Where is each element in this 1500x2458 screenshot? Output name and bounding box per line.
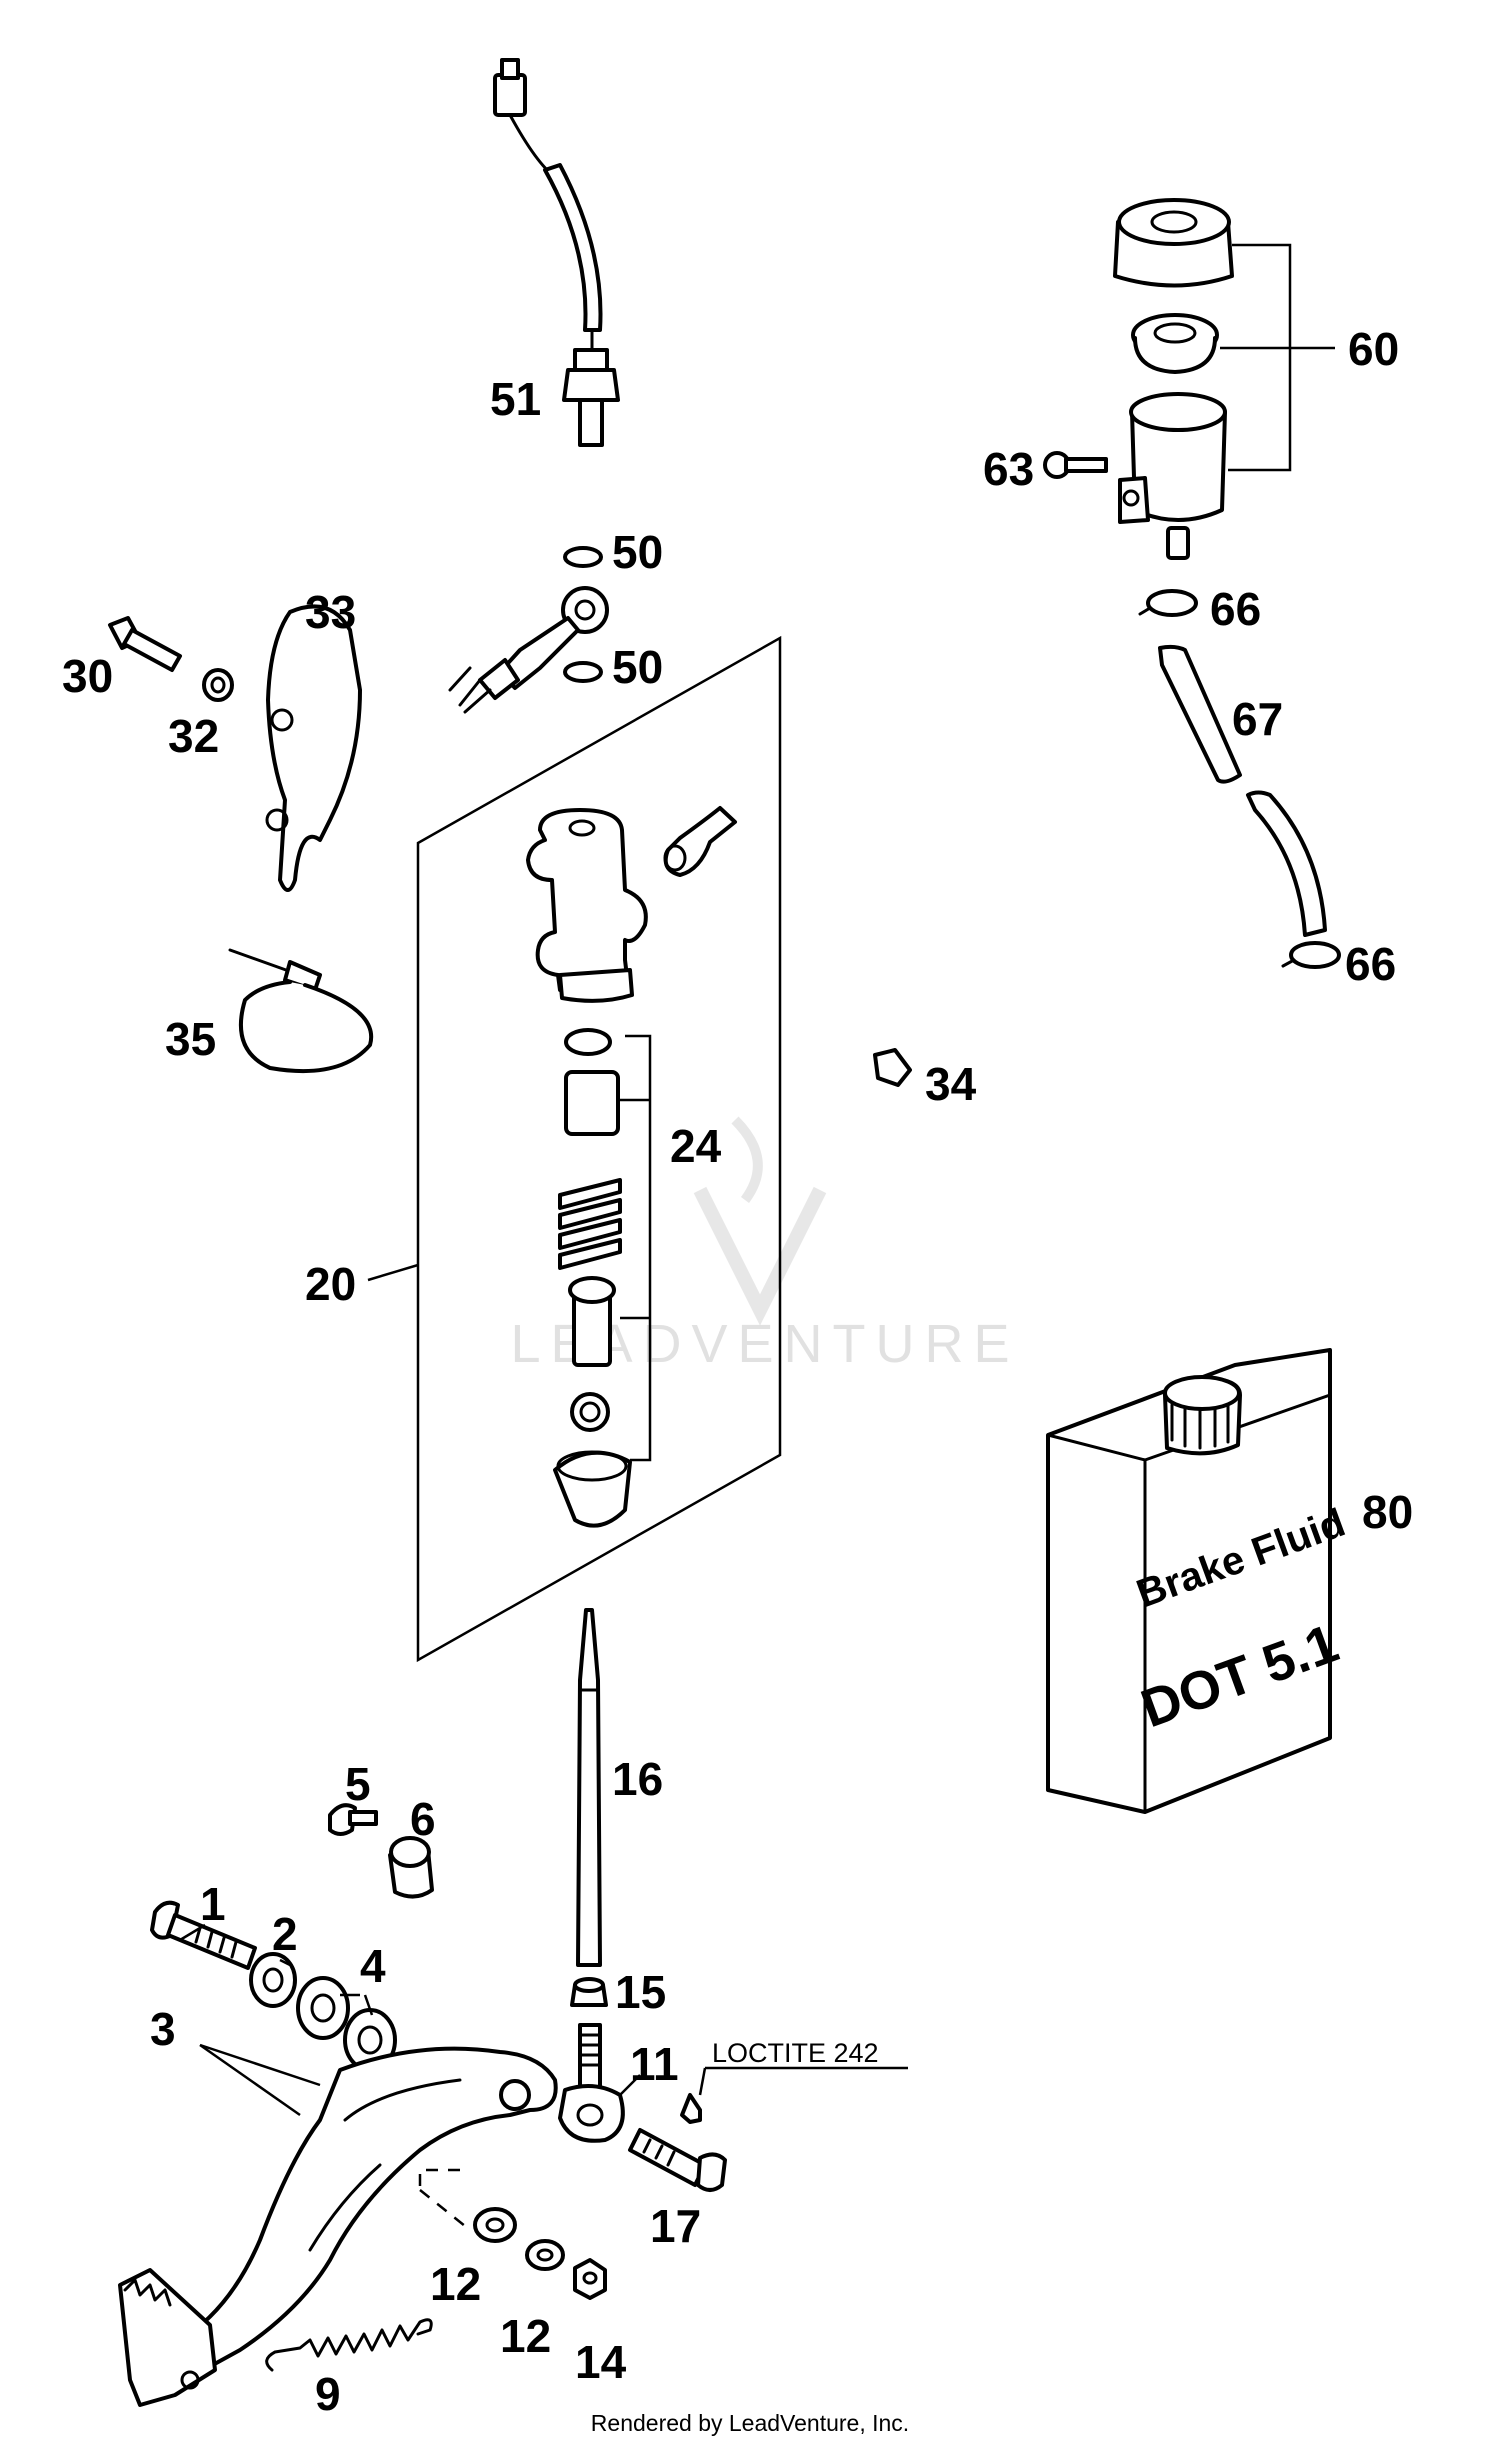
part-11-fork-head	[558, 2023, 625, 2143]
part-60-reservoir	[1113, 198, 1335, 560]
callout-16: 16	[612, 1753, 663, 1805]
part-9-spring	[265, 2318, 433, 2372]
callout-3: 3	[150, 2003, 176, 2055]
part-3-brake-pedal	[118, 2046, 558, 2407]
callout-17: 17	[650, 2200, 701, 2252]
callout-66a: 66	[1210, 583, 1261, 635]
part-67-hose	[1158, 644, 1327, 937]
part-14-nut	[573, 2258, 607, 2300]
part-20-assembly-outline	[416, 635, 782, 1663]
callout-60: 60	[1348, 323, 1399, 375]
callout-35: 35	[165, 1013, 216, 1065]
part-66-hose-clamp-bottom	[1281, 941, 1341, 969]
part-51-brake-light-switch	[493, 58, 620, 447]
loctite-note: LOCTITE 242	[712, 2038, 879, 2068]
callout-2: 2	[272, 1908, 298, 1960]
leader-lines	[179, 1923, 908, 2117]
part-30-bolt	[108, 616, 182, 672]
part-33-cover	[265, 604, 362, 892]
callout-32: 32	[168, 710, 219, 762]
part-6-bushing	[388, 1836, 434, 1899]
part-34-clip	[873, 1048, 912, 1087]
part-1-bolt	[150, 1900, 257, 1970]
callout-11: 11	[630, 2038, 679, 2090]
callout-labels: 1 2 3 4 5 6 9 11 12 12 14 15 16 17 20 24…	[62, 323, 1413, 2420]
callout-50b: 50	[612, 641, 663, 693]
callout-63: 63	[983, 443, 1034, 495]
callout-50a: 50	[612, 526, 663, 578]
callout-5: 5	[345, 1758, 371, 1810]
part-4-bearing-top	[296, 1976, 350, 2040]
part-50-washers-banjo	[448, 546, 609, 714]
callout-30: 30	[62, 650, 113, 702]
callout-20: 20	[305, 1258, 356, 1310]
callout-33: 33	[305, 586, 356, 638]
callout-9: 9	[315, 2368, 341, 2420]
part-63-screw	[1043, 451, 1108, 479]
callout-80: 80	[1362, 1486, 1413, 1538]
part-15-nut	[570, 1977, 608, 2007]
part-24-piston-kit	[553, 1028, 652, 1528]
footer-credit: Rendered by LeadVenture, Inc.	[590, 2410, 910, 2436]
callout-51: 51	[490, 373, 541, 425]
part-12-washer-2	[525, 2239, 565, 2271]
callout-6: 6	[410, 1793, 436, 1845]
callout-4: 4	[360, 1940, 386, 1992]
part-17-bolt	[628, 2093, 727, 2192]
callout-12b: 12	[500, 2310, 551, 2362]
part-20-master-cylinder-body	[526, 806, 737, 1003]
part-12-washer-1	[473, 2207, 517, 2243]
callout-66b: 66	[1345, 938, 1396, 990]
part-5-screw	[328, 1803, 378, 1836]
callout-12a: 12	[430, 2258, 481, 2310]
part-32-nut	[202, 668, 234, 702]
callout-34: 34	[925, 1058, 977, 1110]
part-80-brake-fluid-bottle: Brake Fluid DOT 5.1	[1046, 1348, 1351, 1814]
callout-24: 24	[670, 1120, 722, 1172]
part-2-washer	[249, 1952, 297, 2008]
part-66-hose-clamp-top	[1138, 589, 1198, 617]
callout-1: 1	[200, 1878, 226, 1930]
callout-14: 14	[575, 2336, 627, 2388]
callout-67: 67	[1232, 693, 1283, 745]
callout-15: 15	[615, 1966, 666, 2018]
part-35-cable-tie	[228, 948, 374, 1074]
part-16-push-rod	[576, 1608, 602, 1967]
